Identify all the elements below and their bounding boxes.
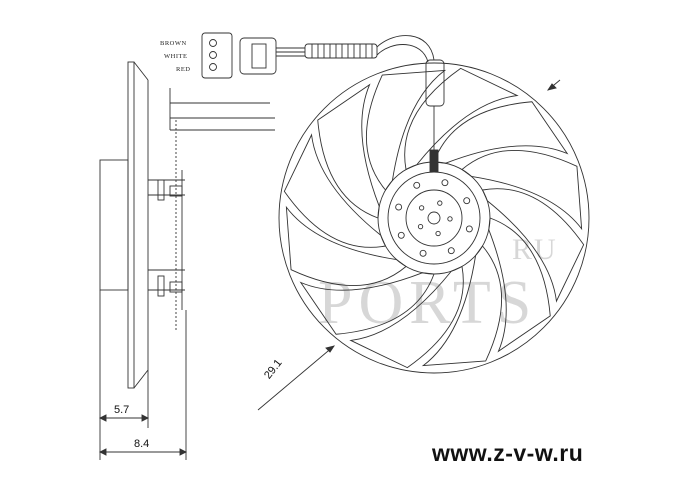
dimension-lines xyxy=(98,79,561,460)
shroud-plate-outer xyxy=(127,61,135,389)
pin-brown xyxy=(209,39,217,47)
fan-blade xyxy=(433,101,569,164)
wire-label-brown: BROWN xyxy=(160,40,187,47)
fan-blade xyxy=(404,67,519,171)
fan-blade xyxy=(299,272,435,335)
hub-hole xyxy=(397,231,405,239)
pin-red xyxy=(209,63,217,71)
side-view xyxy=(99,61,185,389)
site-url: www.z-v-w.ru xyxy=(432,440,584,466)
pin-white xyxy=(209,51,217,59)
hub-hole xyxy=(465,225,473,233)
hub-hole xyxy=(447,247,455,255)
fan-blades xyxy=(283,67,585,369)
wire-harness xyxy=(376,35,435,61)
connector-housing xyxy=(201,32,233,79)
cable-clip xyxy=(425,59,445,107)
fan-blade xyxy=(285,205,407,287)
hub-bolt xyxy=(417,224,424,230)
hub-bolt xyxy=(447,216,453,222)
fan-blade xyxy=(461,149,583,231)
hub-hole xyxy=(463,197,471,205)
hub-hole xyxy=(419,249,427,257)
watermark-main: PORTS xyxy=(318,269,538,337)
hub-center xyxy=(427,211,441,225)
wire-label-white: WHITE xyxy=(164,53,188,60)
fan-blade xyxy=(349,265,464,369)
hub-bolt xyxy=(435,230,441,237)
wire-label-red: RED xyxy=(176,66,191,73)
fan-blade xyxy=(488,217,551,353)
leader-lines xyxy=(169,88,275,131)
hub-hole xyxy=(413,181,421,189)
fan-blade xyxy=(481,188,585,303)
hub-outer xyxy=(377,161,491,275)
dimension-depth-small: 5.7 xyxy=(114,404,130,416)
hub-bolt xyxy=(418,205,425,211)
fan-front-view xyxy=(278,59,590,374)
hub-inner xyxy=(405,189,463,247)
wire-exit xyxy=(429,149,439,173)
hub-hole xyxy=(395,203,403,211)
hub-hole xyxy=(441,179,449,187)
wire-sleeve xyxy=(304,43,378,59)
hub-ring xyxy=(387,171,481,265)
dimension-depth-total: 8.4 xyxy=(134,438,150,450)
fan-blade xyxy=(317,83,380,219)
hub-bolt xyxy=(437,200,443,206)
fan-blade xyxy=(283,133,387,248)
connector xyxy=(201,32,435,79)
fan-blade xyxy=(365,69,447,191)
motor-body-side xyxy=(99,159,129,291)
hub-holes xyxy=(395,179,473,257)
watermark-suffix: RU xyxy=(512,233,558,266)
fan-outer-circle xyxy=(278,62,590,374)
shroud-edge xyxy=(133,61,149,81)
fan-blade xyxy=(421,245,503,367)
connector-plug xyxy=(239,37,277,75)
